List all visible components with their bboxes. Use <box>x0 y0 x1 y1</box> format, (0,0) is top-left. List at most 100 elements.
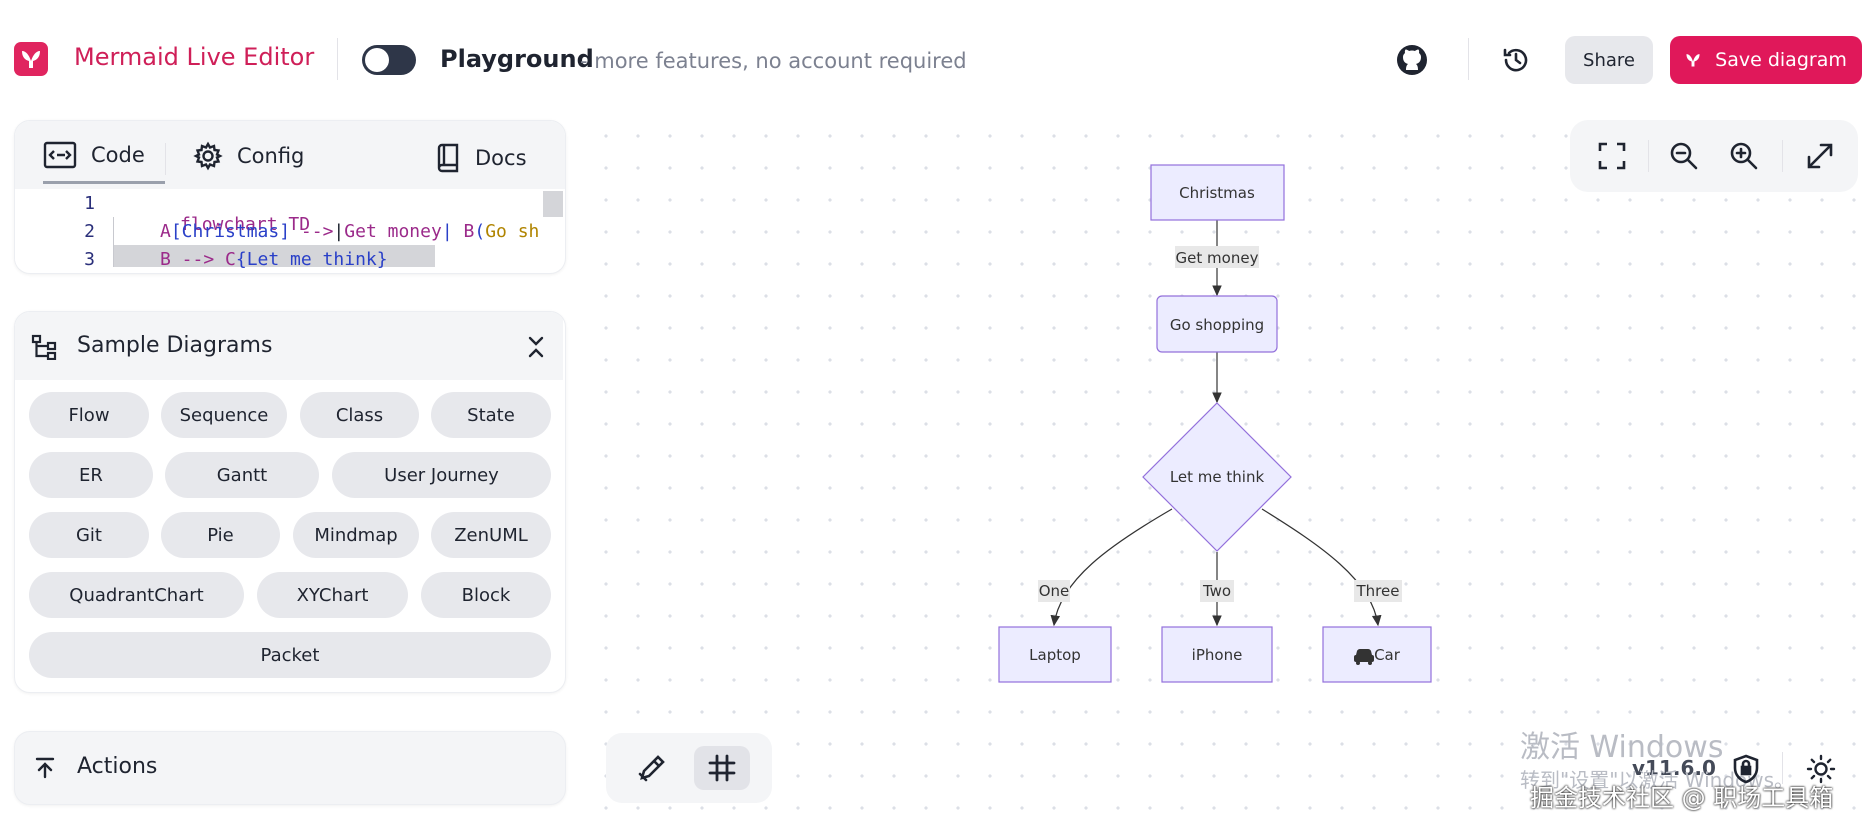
canvas-tools <box>606 733 772 803</box>
sample-diagrams-panel: Sample Diagrams Flow Sequence Class Stat… <box>14 311 566 693</box>
mermaid-logo-icon <box>1686 54 1700 67</box>
sample-mindmap[interactable]: Mindmap <box>293 512 419 558</box>
mermaid-logo-icon[interactable] <box>14 42 48 76</box>
sample-pie[interactable]: Pie <box>161 512 280 558</box>
sample-class[interactable]: Class <box>300 392 419 438</box>
line-number: 2 <box>84 221 95 242</box>
share-button[interactable]: Share <box>1565 36 1653 84</box>
playground-subtitle: - more features, no account required <box>580 49 967 73</box>
upload-icon <box>35 757 55 779</box>
edge <box>1261 508 1382 627</box>
sample-diagrams-header[interactable]: Sample Diagrams <box>15 312 563 380</box>
code-token: A <box>160 221 171 242</box>
edge <box>1050 508 1173 627</box>
node-shopping <box>1156 295 1278 353</box>
gear-icon <box>193 141 223 171</box>
fullscreen-icon[interactable] <box>1802 138 1838 174</box>
node-christmas-label: Christmas <box>1179 184 1255 202</box>
sample-sequence[interactable]: Sequence <box>161 392 287 438</box>
save-diagram-button[interactable]: Save diagram <box>1670 36 1862 84</box>
indent-guide <box>113 217 114 267</box>
sample-flow[interactable]: Flow <box>29 392 149 438</box>
community-watermark: 掘金技术社区 @ 职场工具箱 <box>1530 784 1834 812</box>
theme-sun-icon[interactable] <box>1804 752 1838 786</box>
code-line: flowchart TD <box>115 193 310 256</box>
divider <box>337 38 338 80</box>
zoom-out-icon[interactable] <box>1666 138 1702 174</box>
github-icon[interactable] <box>1394 42 1430 78</box>
playground-title: Playground <box>440 45 594 73</box>
tab-config[interactable]: Config <box>193 141 304 171</box>
grid-icon[interactable] <box>694 746 750 790</box>
windows-watermark: 激活 Windows <box>1520 730 1724 765</box>
sample-xychart[interactable]: XYChart <box>257 572 408 618</box>
diagram-icon <box>31 334 57 360</box>
active-tab-indicator <box>43 181 165 184</box>
app-header: Mermaid Live Editor Playground - more fe… <box>0 0 1864 118</box>
code-token: Get money <box>344 221 442 242</box>
fit-view-icon[interactable] <box>1594 138 1630 174</box>
sample-diagrams-title: Sample Diagrams <box>77 333 273 358</box>
line-number: 1 <box>84 193 95 214</box>
edge-label-two: Two <box>1202 582 1231 600</box>
app-title[interactable]: Mermaid Live Editor <box>74 43 315 71</box>
editor-panel: Code Config Docs 1 2 3 flowchart TD A[Ch… <box>14 120 566 274</box>
code-token: B <box>452 221 475 242</box>
node-laptop <box>998 626 1112 683</box>
zoom-in-icon[interactable] <box>1726 138 1762 174</box>
code-token: [Christmas] <box>170 221 291 242</box>
code-token: ( <box>474 221 486 242</box>
code-editor[interactable]: 1 2 3 flowchart TD A[Christmas] -->|Get … <box>15 189 563 270</box>
history-icon[interactable] <box>1498 42 1534 78</box>
tab-docs-label: Docs <box>475 146 527 170</box>
sample-gantt[interactable]: Gantt <box>165 452 319 498</box>
actions-title: Actions <box>77 754 158 779</box>
sample-packet[interactable]: Packet <box>29 632 551 678</box>
sample-zenuml[interactable]: ZenUML <box>431 512 551 558</box>
divider <box>165 143 166 175</box>
edge-label-bg <box>1175 246 1259 268</box>
playground-toggle[interactable] <box>362 45 416 75</box>
view-toolbar <box>1570 120 1858 192</box>
code-token: Go sh <box>485 221 540 242</box>
sample-block[interactable]: Block <box>421 572 551 618</box>
edge-label-bg <box>1354 580 1402 602</box>
scrollbar-thumb[interactable] <box>543 191 563 217</box>
divider <box>1782 752 1783 784</box>
node-iphone <box>1161 626 1273 683</box>
node-laptop-label: Laptop <box>1029 646 1081 664</box>
code-token: | <box>441 221 453 242</box>
actions-panel[interactable]: Actions <box>14 731 566 805</box>
selection-highlight <box>113 245 435 267</box>
code-token: --> <box>290 221 334 242</box>
edge-label-money: Get money <box>1176 249 1259 267</box>
node-christmas <box>1150 164 1285 221</box>
edge-label-three: Three <box>1356 582 1400 600</box>
code-line: A[Christmas] -->|Get money| B(Go sh <box>160 221 539 242</box>
privacy-shield-icon[interactable] <box>1730 752 1762 786</box>
code-line: B --> C{Let me think} <box>160 249 388 270</box>
edit-mode-icon[interactable] <box>624 746 680 790</box>
divider <box>1782 140 1783 172</box>
tab-code-label: Code <box>91 143 145 167</box>
sample-quadrantchart[interactable]: QuadrantChart <box>29 572 244 618</box>
save-diagram-label: Save diagram <box>1715 49 1847 71</box>
collapse-icon[interactable] <box>527 334 545 360</box>
tab-code[interactable]: Code <box>43 141 145 169</box>
edge-label-bg <box>1038 580 1070 602</box>
tab-docs[interactable]: Docs <box>435 143 527 173</box>
editor-tabs <box>15 121 565 189</box>
code-token: B --> C <box>160 249 236 270</box>
sample-er[interactable]: ER <box>29 452 153 498</box>
version-label: v11.6.0 <box>1632 756 1716 780</box>
code-token: | <box>333 221 345 242</box>
sample-state[interactable]: State <box>431 392 551 438</box>
code-token: {Let me think} <box>235 249 388 270</box>
node-think <box>1142 402 1292 552</box>
tab-config-label: Config <box>237 144 305 168</box>
code-token: flowchart TD <box>180 214 311 235</box>
sample-user-journey[interactable]: User Journey <box>332 452 551 498</box>
code-icon <box>43 141 77 169</box>
sample-git[interactable]: Git <box>29 512 149 558</box>
